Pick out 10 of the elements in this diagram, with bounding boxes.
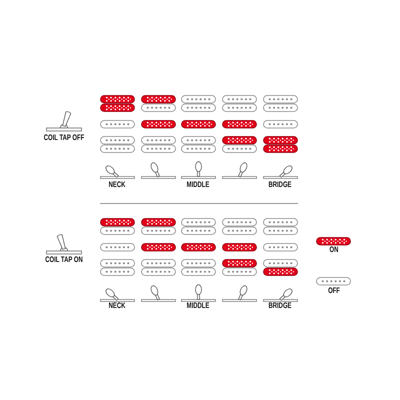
coil-tap-label: COIL TAP ON bbox=[45, 256, 83, 264]
switch-position-label: BRIDGE bbox=[268, 302, 292, 310]
coil-tap-label: COIL TAP OFF bbox=[44, 134, 84, 142]
switch-position-label: NECK bbox=[108, 181, 126, 189]
switch-position-label: MIDDLE bbox=[186, 302, 210, 310]
switch-position-label: MIDDLE bbox=[186, 181, 210, 189]
legend-label: ON bbox=[329, 246, 338, 254]
legend-label: OFF bbox=[328, 287, 340, 295]
switch-position-label: BRIDGE bbox=[268, 181, 292, 189]
switch-position-label: NECK bbox=[108, 302, 126, 310]
